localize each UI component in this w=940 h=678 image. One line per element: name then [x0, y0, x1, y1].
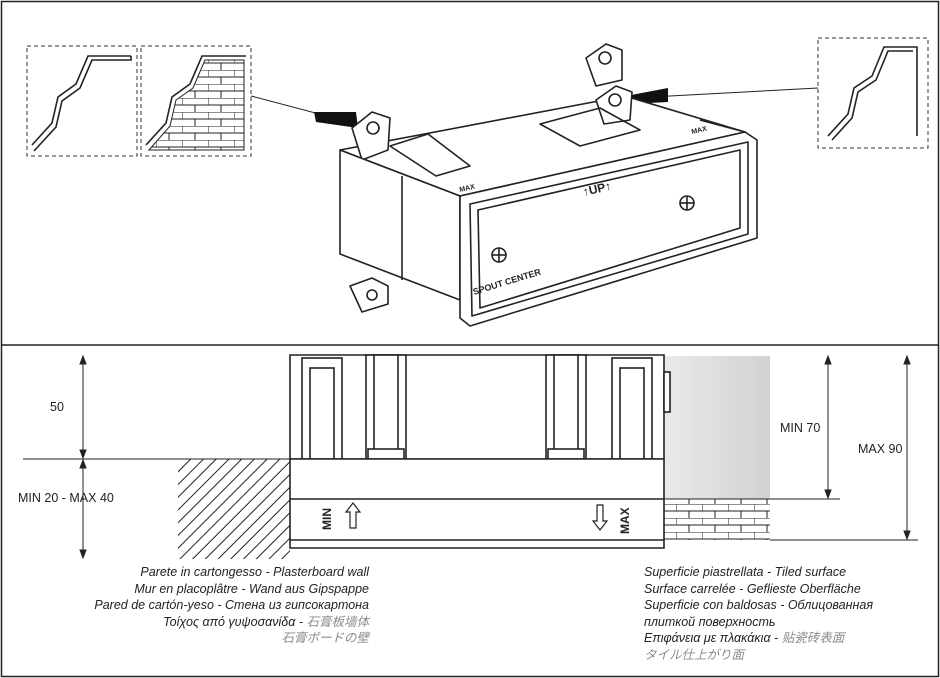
dim-50-label: 50	[50, 400, 64, 414]
plasterboard-wall	[178, 459, 290, 559]
tiled-wall	[664, 499, 770, 540]
detail-inset-right	[817, 37, 929, 149]
label-min: MIN	[320, 508, 334, 530]
label-side-right: MAX	[691, 126, 708, 136]
dim-min20-max40-label: MIN 20 - MAX 40	[18, 491, 114, 505]
detail-inset-brick	[140, 45, 252, 157]
tile-surface	[664, 356, 770, 499]
dim-min70-label: MIN 70	[780, 421, 821, 435]
caption-line: Mur en placoplâtre - Wand aus Gipspappe	[134, 581, 369, 596]
caption-plasterboard-wall: Parete in cartongesso - Plasterboard wal…	[94, 564, 369, 647]
caption-line: タイル仕上がり面	[644, 646, 745, 662]
caption-line: Superficie con baldosas - Облицованная	[644, 598, 873, 612]
dim-max90-label: MAX 90	[858, 442, 903, 456]
dimension-lines-left	[23, 354, 290, 560]
caption-line: Superficie piastrellata - Tiled surface	[644, 565, 847, 579]
product-box-section	[289, 354, 671, 549]
product-box-iso	[339, 43, 758, 327]
caption-line: Επιφάνεια με πλακάκια - 贴瓷砖表面	[644, 630, 845, 645]
caption-line: Parete in cartongesso - Plasterboard wal…	[140, 565, 369, 579]
label-max: MAX	[618, 507, 632, 534]
caption-line: Surface carrelée - Geflieste Oberfläche	[644, 581, 861, 596]
min-max-arrows	[344, 502, 609, 531]
detail-inset-plain	[26, 45, 138, 157]
label-up: ↑UP↑	[582, 179, 613, 199]
caption-line: Τοίχος από γυψοσανίδα - 石膏板墙体	[163, 613, 369, 629]
caption-line: Pared de cartón-yeso - Стена из гипсокар…	[94, 598, 369, 612]
caption-line: 石膏ボードの壁	[281, 630, 369, 645]
caption-tiled-surface: Superficie piastrellata - Tiled surface …	[644, 564, 873, 663]
label-side-left: MAX	[459, 184, 476, 194]
caption-line: плиткой поверхность	[644, 614, 776, 629]
dimension-lines-right	[770, 354, 918, 541]
